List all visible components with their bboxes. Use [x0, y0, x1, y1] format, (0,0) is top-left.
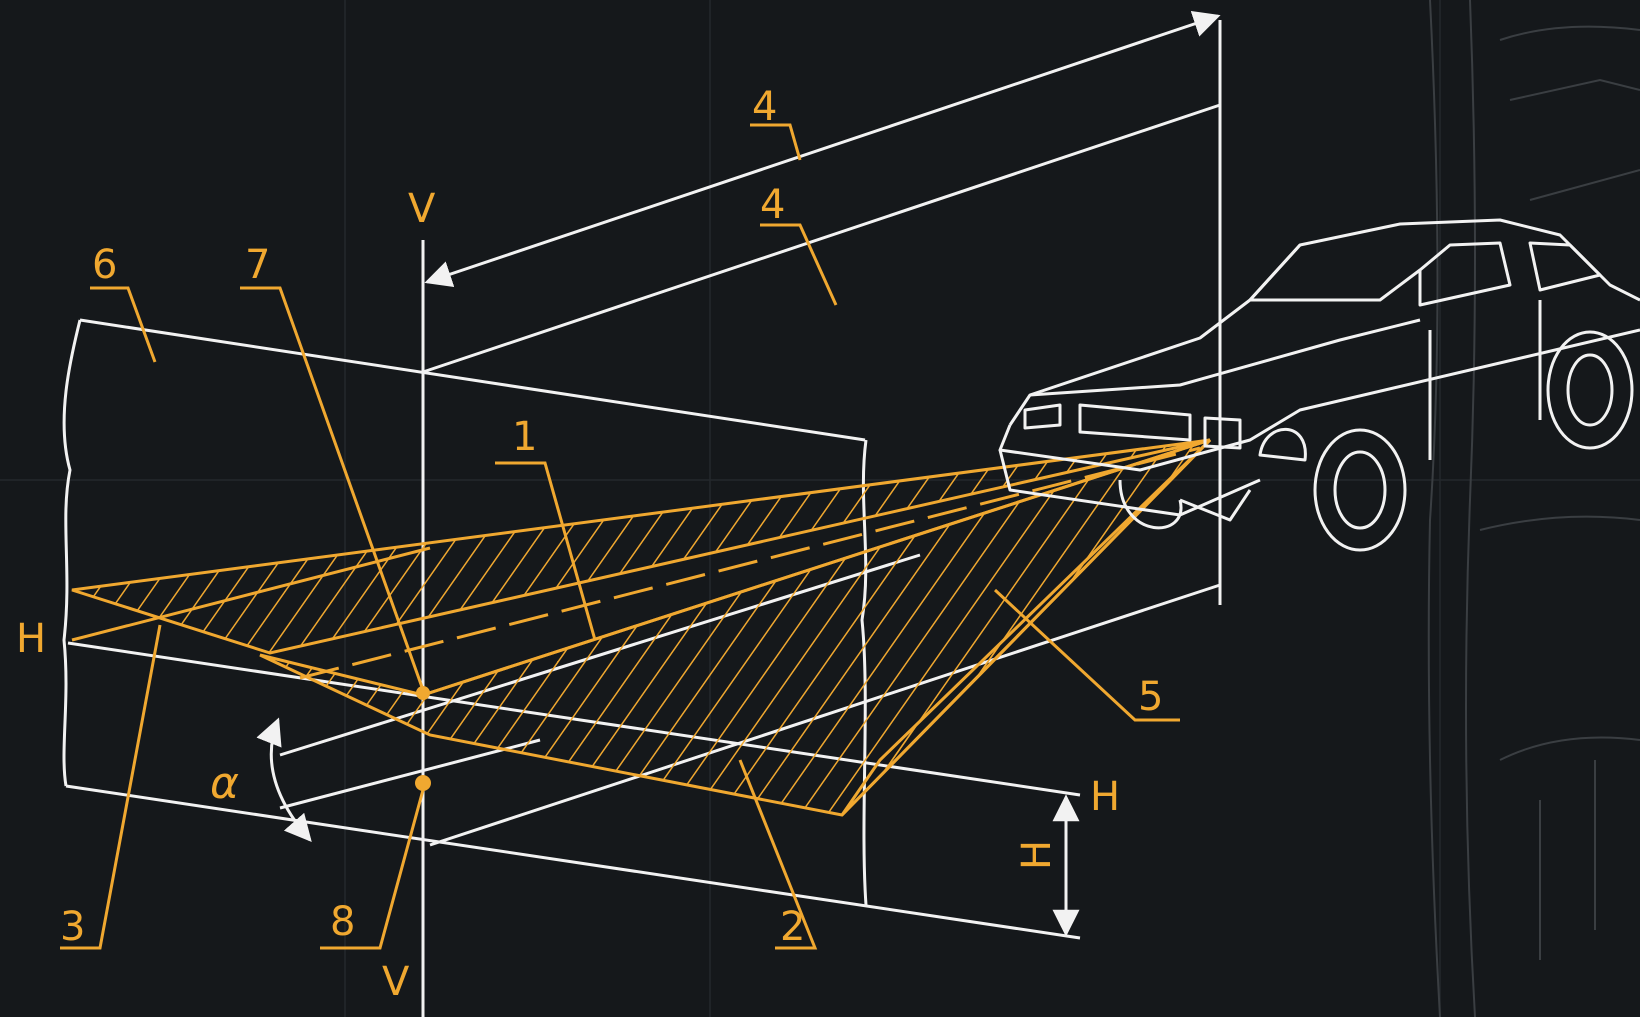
label-h-dimension: H [1014, 840, 1060, 870]
point-8-marker [415, 775, 431, 791]
label-h-left: H [16, 616, 46, 662]
label-4-top: 4 [752, 84, 777, 130]
label-7: 7 [245, 242, 270, 288]
label-1: 1 [512, 414, 537, 460]
angle-alpha [256, 717, 312, 843]
label-6: 6 [92, 242, 117, 288]
label-5: 5 [1138, 674, 1163, 720]
car-illustration [998, 218, 1640, 552]
label-4-bottom: 4 [760, 182, 785, 228]
label-3: 3 [60, 904, 85, 950]
distance-dimension-arrow [424, 10, 1221, 288]
label-8: 8 [330, 899, 355, 945]
label-alpha: α [210, 758, 239, 809]
leader-lines [60, 123, 1180, 950]
label-2: 2 [780, 904, 805, 950]
point-7-marker [416, 686, 430, 700]
light-beam [71, 438, 1212, 817]
label-h-right: H [1090, 774, 1120, 820]
background-car-sketch [1427, 0, 1640, 1017]
label-v-bottom: V [382, 959, 410, 1005]
label-v-top: V [408, 186, 436, 232]
